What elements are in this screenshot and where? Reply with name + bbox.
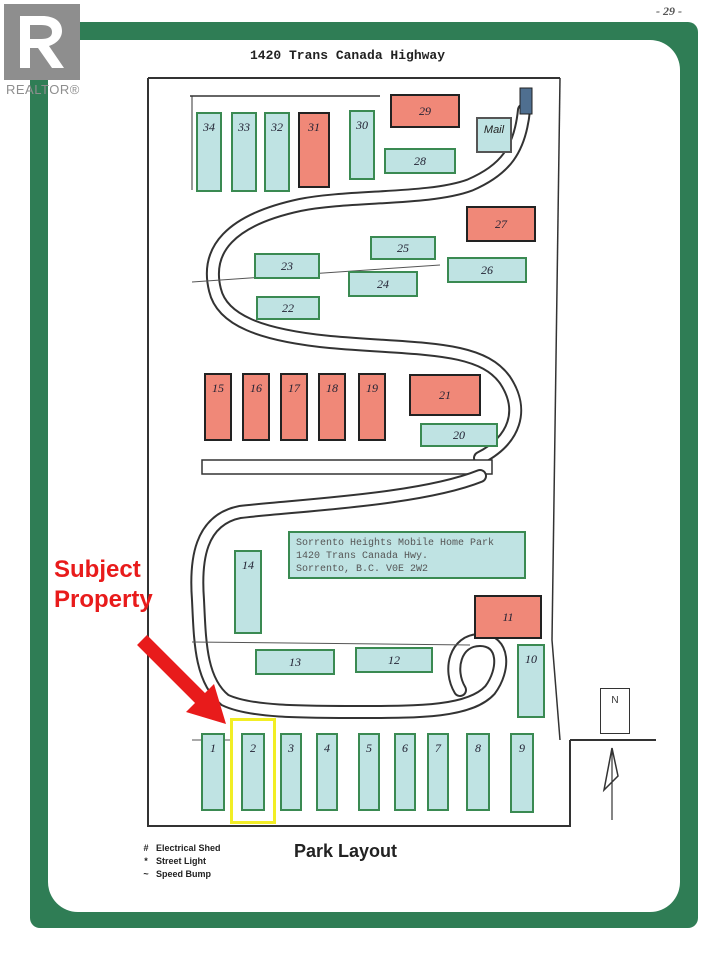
legend-label: Street Light xyxy=(156,856,207,866)
realtor-logo: REALTOR® xyxy=(4,4,84,100)
map-title: 1420 Trans Canada Highway xyxy=(250,48,446,63)
lot-16[interactable]: 16 xyxy=(242,373,270,441)
subject-property-label: Subject Property xyxy=(54,555,153,615)
page-number: - 29 - xyxy=(656,4,682,18)
lot-28[interactable]: 28 xyxy=(384,148,456,174)
lot-24[interactable]: 24 xyxy=(348,271,418,297)
legend-label: Electrical Shed xyxy=(156,843,221,853)
subject-label-line-1: Subject xyxy=(54,556,141,583)
lot-19[interactable]: 19 xyxy=(358,373,386,441)
legend-row-electrical: # Electrical Shed xyxy=(142,842,221,855)
mailbox: Mail xyxy=(476,117,512,153)
lot-32[interactable]: 32 xyxy=(264,112,290,192)
lot-29[interactable]: 29 xyxy=(390,94,460,128)
lot-14[interactable]: 14 xyxy=(234,550,262,634)
park-sign: Sorrento Heights Mobile Home Park 1420 T… xyxy=(288,531,526,579)
subject-property-highlight xyxy=(230,718,276,824)
realtor-r-logo-icon xyxy=(4,4,80,80)
lot-8[interactable]: 8 xyxy=(466,733,490,811)
lot-20[interactable]: 20 xyxy=(420,423,498,447)
sign-line-1: Sorrento Heights Mobile Home Park xyxy=(296,538,495,549)
lot-13[interactable]: 13 xyxy=(255,649,335,675)
lot-15[interactable]: 15 xyxy=(204,373,232,441)
lot-25[interactable]: 25 xyxy=(370,236,436,260)
lot-6[interactable]: 6 xyxy=(394,733,416,811)
lot-22[interactable]: 22 xyxy=(256,296,320,320)
lot-3[interactable]: 3 xyxy=(280,733,302,811)
subject-label-line-2: Property xyxy=(54,586,153,613)
lot-27[interactable]: 27 xyxy=(466,206,536,242)
lot-9[interactable]: 9 xyxy=(510,733,534,813)
north-indicator: N xyxy=(600,688,630,734)
legend-label: Speed Bump xyxy=(156,869,212,879)
lot-7[interactable]: 7 xyxy=(427,733,449,811)
realtor-brand-text: REALTOR® xyxy=(6,82,80,97)
legend-row-light: * Street Light xyxy=(142,855,221,868)
lot-1[interactable]: 1 xyxy=(201,733,225,811)
lot-5[interactable]: 5 xyxy=(358,733,380,811)
lot-23[interactable]: 23 xyxy=(254,253,320,279)
legend-symbol: # xyxy=(143,843,149,853)
lot-2[interactable]: 2 xyxy=(241,733,265,811)
sign-line-3: Sorrento, B.C. V0E 2W2 xyxy=(296,564,429,575)
lot-17[interactable]: 17 xyxy=(280,373,308,441)
lot-4[interactable]: 4 xyxy=(316,733,338,811)
lot-30[interactable]: 30 xyxy=(349,110,375,180)
lot-33[interactable]: 33 xyxy=(231,112,257,192)
lot-18[interactable]: 18 xyxy=(318,373,346,441)
sign-line-2: 1420 Trans Canada Hwy. xyxy=(296,551,429,562)
map-legend: # Electrical Shed * Street Light ~ Speed Bu… xyxy=(142,842,221,881)
legend-row-bump: ~ Speed Bump xyxy=(142,868,221,881)
lot-26[interactable]: 26 xyxy=(447,257,527,283)
lot-31[interactable]: 31 xyxy=(298,112,330,188)
lot-10[interactable]: 10 xyxy=(517,644,545,718)
lot-12[interactable]: 12 xyxy=(355,647,433,673)
lot-11[interactable]: 11 xyxy=(474,595,542,639)
legend-symbol: * xyxy=(144,856,148,866)
legend-symbol: ~ xyxy=(143,869,149,879)
lot-34[interactable]: 34 xyxy=(196,112,222,192)
map-caption: Park Layout xyxy=(294,841,398,861)
lot-21[interactable]: 21 xyxy=(409,374,481,416)
